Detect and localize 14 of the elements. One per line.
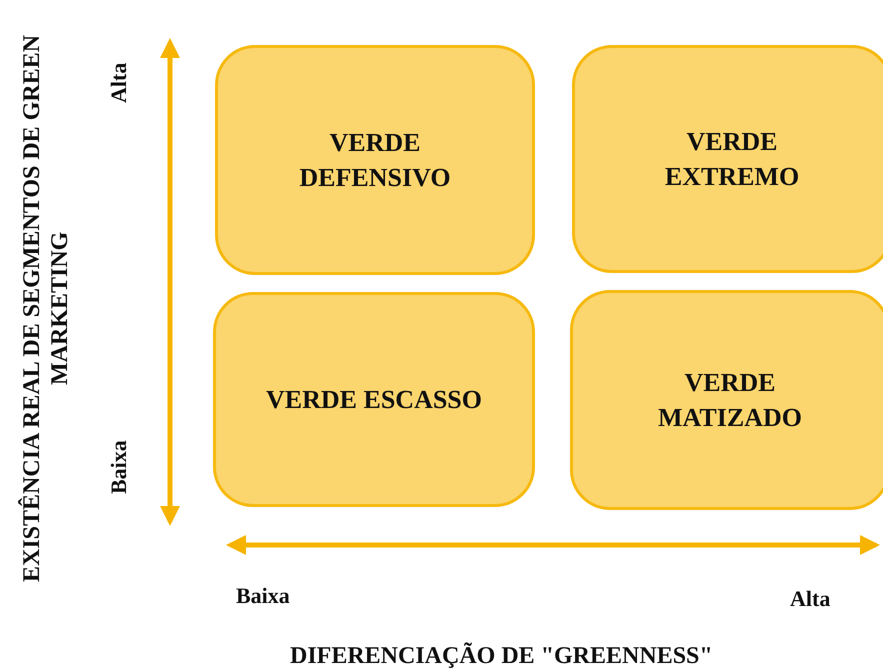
axis-level-label: Alta: [105, 62, 132, 106]
quadrant-label: VERDE MATIZADO: [657, 367, 803, 434]
axis-title: DIFERENCIAÇÃO DE "GREENNESS": [290, 643, 713, 670]
quadrant-box: [572, 45, 883, 273]
quadrant-label: VERDE ESCASSO: [266, 384, 482, 416]
axis-level-label: Baixa: [236, 583, 290, 609]
quadrant-box: [570, 290, 883, 510]
quadrant-box: [213, 292, 535, 507]
quadrant-label: VERDE DEFENSIVO: [298, 127, 452, 194]
quadrant-box: [215, 45, 535, 275]
axis-level-label: Alta: [790, 586, 830, 612]
axis-title: EXISTÊNCIA REAL DE SEGMENTOS DE GREEN MARKETING: [18, 33, 74, 584]
axis-level-label: Baixa: [105, 440, 132, 496]
quadrant-label: VERDE EXTREMO: [664, 126, 800, 193]
